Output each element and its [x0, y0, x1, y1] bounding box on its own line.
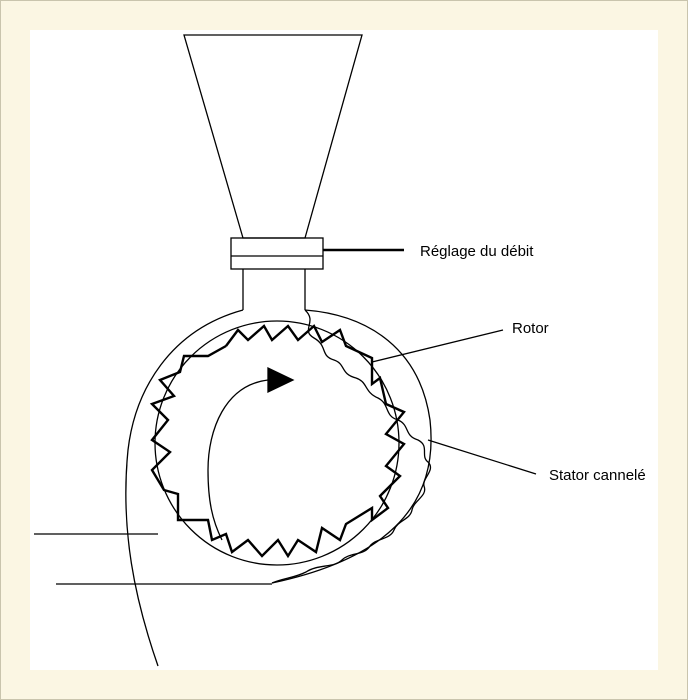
flow-control-label: Réglage du débit: [420, 243, 534, 260]
hopper: [183, 34, 363, 239]
rotor-leader: [371, 329, 504, 363]
housing-right: [271, 309, 432, 584]
rotation-arrow-head: [267, 366, 295, 394]
rotor-label: Rotor: [512, 320, 549, 337]
rotor-teeth: [149, 324, 406, 559]
figure-panel: [30, 30, 658, 670]
flow-control-collar: [230, 237, 324, 270]
rotor: [154, 320, 400, 566]
stator-label: Stator cannelé: [549, 467, 646, 484]
stator-leader: [427, 439, 537, 475]
rotation-arrow-path: [207, 379, 269, 541]
fluted-stator: [271, 309, 432, 584]
housing-outer: [125, 309, 244, 667]
